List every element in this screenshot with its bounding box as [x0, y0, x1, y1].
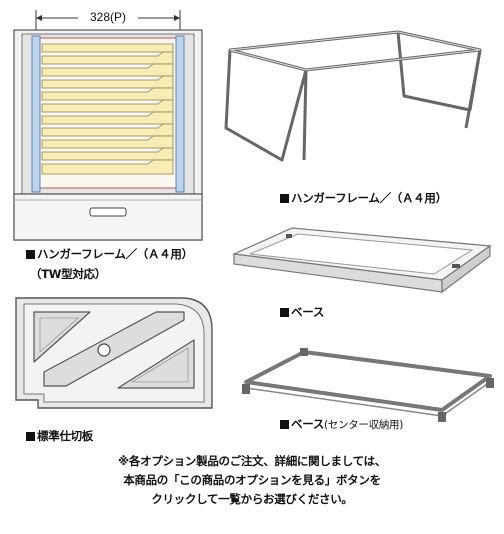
drawer-hanger-drawing	[13, 10, 203, 241]
bullet-square-icon	[26, 250, 35, 259]
caption-hanger-drawer: ハンガーフレーム／（Ａ４用）	[26, 246, 193, 262]
caption-hanger-drawer-sub: （TW型対応）	[30, 267, 106, 281]
bullet-square-icon	[280, 308, 289, 317]
caption-partition: 標準仕切板	[26, 428, 93, 444]
hanger-frame-drawing	[224, 30, 482, 162]
bullet-square-icon	[280, 194, 289, 203]
base-drawing	[231, 227, 492, 294]
bullet-square-icon	[280, 420, 289, 429]
drawer-hanger-illustration: 328(P)	[8, 4, 208, 244]
partition-drawing	[15, 297, 213, 409]
caption-base: ベース	[280, 304, 324, 320]
caption-hanger-frame: ハンガーフレーム／（Ａ４用）	[280, 190, 447, 206]
note-line-1: ※各オプション製品のご注文、詳細に関しましては、	[118, 454, 386, 468]
options-note: ※各オプション製品のご注文、詳細に関しましては、 本商品の「この商品のオプション…	[0, 452, 504, 509]
note-line-3: クリックして一覧からお選びください。	[151, 492, 353, 506]
dimension-label: 328(P)	[80, 10, 136, 24]
caption-base-center: ベース(センター収納用)	[280, 416, 403, 432]
note-line-2: 本商品の「この商品のオプションを見る」ボタンを	[123, 473, 381, 487]
bullet-square-icon	[26, 432, 35, 441]
base-center-drawing	[242, 348, 494, 422]
